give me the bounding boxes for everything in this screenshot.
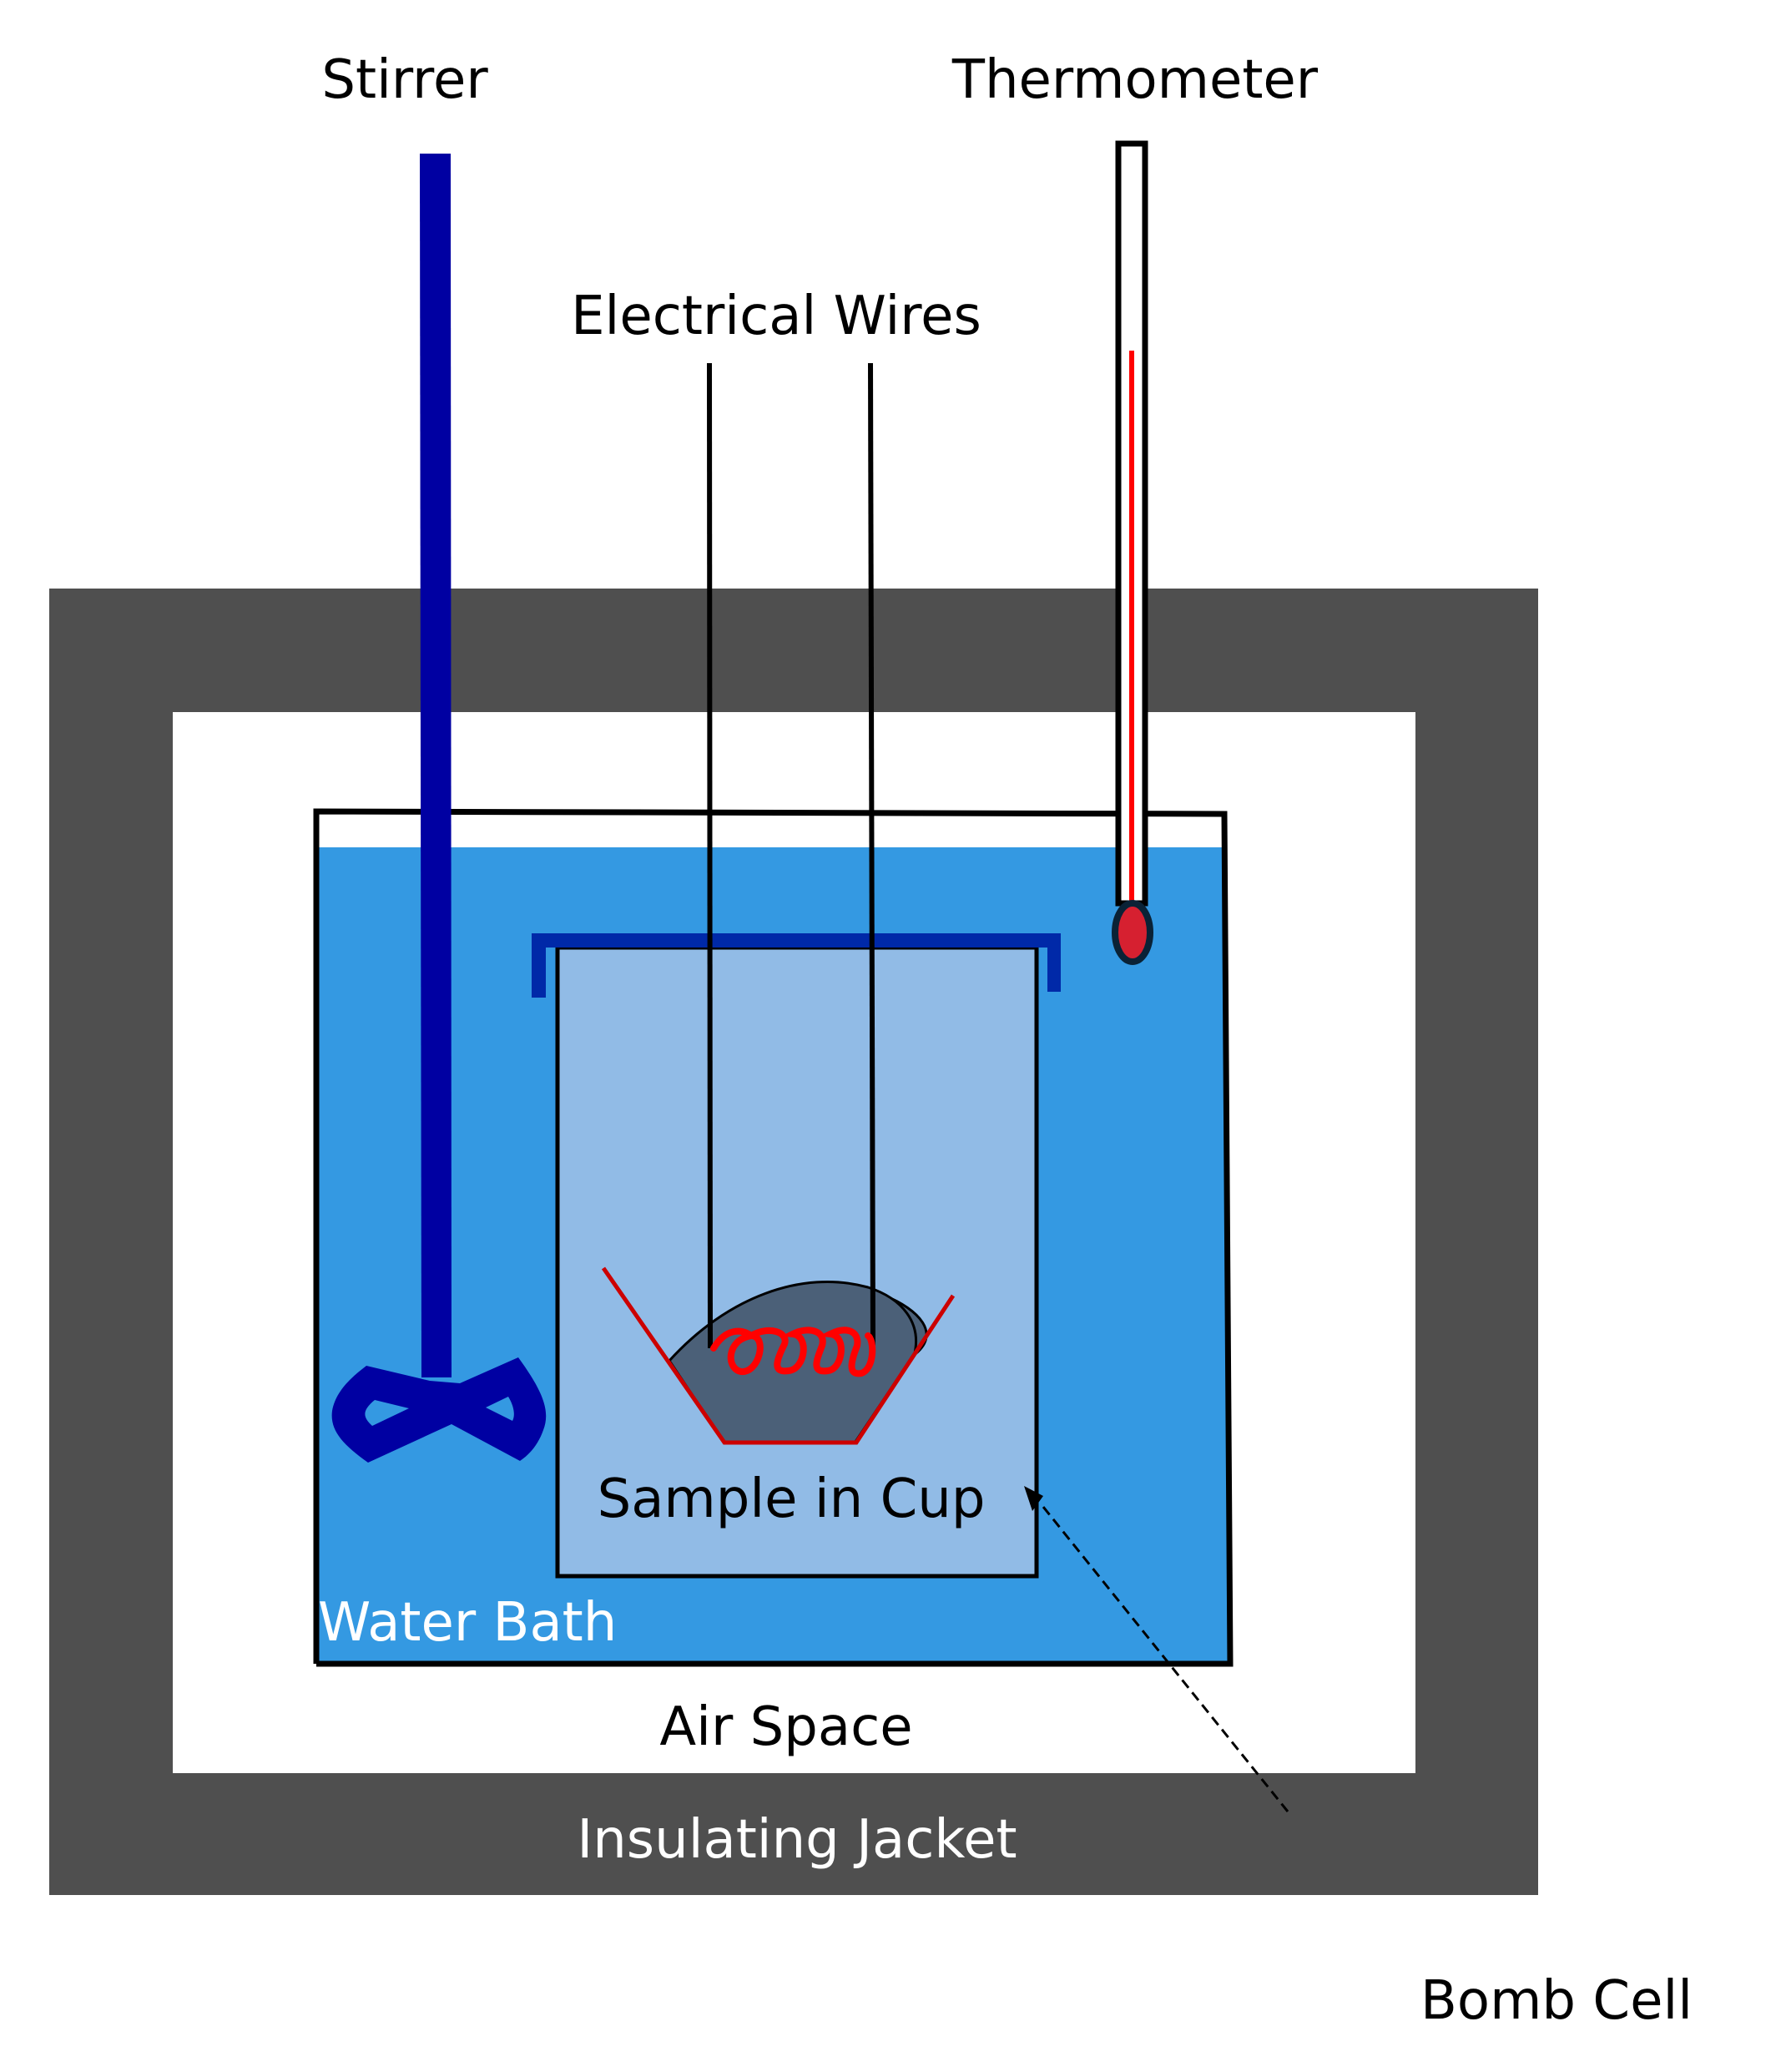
wire-right bbox=[868, 362, 875, 1350]
bomb-cell-label: Bomb Cell bbox=[1420, 1970, 1693, 2032]
sample-in-cup-label: Sample in Cup bbox=[598, 1468, 986, 1530]
bomb-cell bbox=[532, 933, 1061, 1579]
thermometer bbox=[1112, 140, 1153, 965]
wire-left bbox=[707, 362, 713, 1349]
stirrer-shaft bbox=[420, 154, 452, 1377]
bomb-cell-lid bbox=[532, 933, 1061, 998]
cup-outline bbox=[601, 1266, 956, 1445]
insulating-jacket-label: Insulating Jacket bbox=[577, 1809, 1017, 1871]
electrical-wires bbox=[707, 362, 876, 1377]
water-bath-outline bbox=[313, 808, 1234, 1667]
arrow-head-icon bbox=[1024, 1486, 1043, 1511]
thermometer-bulb bbox=[1112, 900, 1153, 965]
thermometer-label: Thermometer bbox=[951, 49, 1319, 111]
bomb-cell-pointer bbox=[1024, 1486, 1289, 1812]
stirrer-label: Stirrer bbox=[321, 49, 488, 111]
water-bath-label: Water Bath bbox=[318, 1592, 617, 1654]
stirrer bbox=[331, 154, 547, 1463]
electrical-wires-label: Electrical Wires bbox=[571, 286, 981, 347]
pointer-line bbox=[1038, 1502, 1289, 1812]
stirrer-paddle bbox=[331, 1357, 547, 1463]
bomb-cell-body bbox=[555, 945, 1039, 1579]
heating-coil bbox=[710, 1327, 876, 1377]
air-space-label: Air Space bbox=[659, 1696, 912, 1758]
